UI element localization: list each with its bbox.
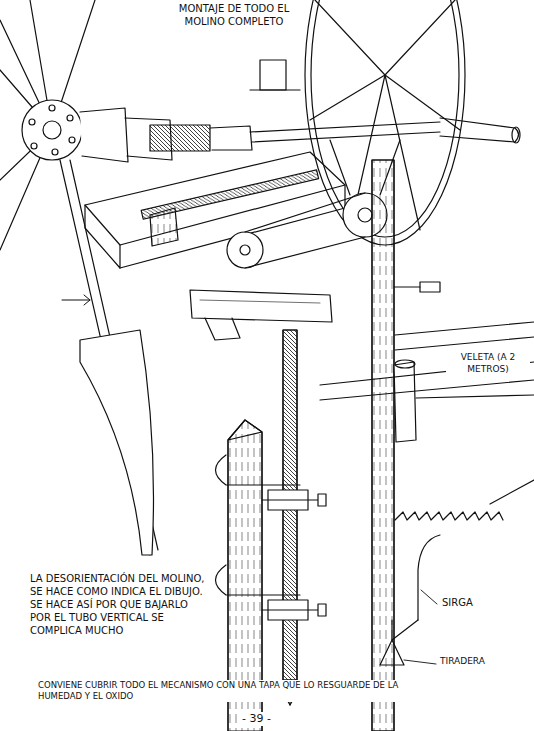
vane-label: VELETA (A 2 METROS) xyxy=(446,352,530,375)
rotor-hub xyxy=(22,100,252,162)
page-number: - 39 - xyxy=(240,712,273,726)
part-label: SIRGA xyxy=(440,596,475,609)
note: CONVIENE CUBRIR TODO EL MECANISMO CON UN… xyxy=(36,680,440,702)
title: MONTAJE DE TODO EL MOLINO COMPLETO xyxy=(162,2,306,28)
main-shaft xyxy=(250,60,520,143)
right-pole xyxy=(372,160,440,731)
clamps xyxy=(216,455,327,620)
part-label: TIRADERA xyxy=(438,656,487,668)
platform xyxy=(85,152,345,340)
sirga-cable xyxy=(392,480,534,640)
vane-tail xyxy=(320,322,534,400)
blade xyxy=(60,160,158,555)
tiradera-handle xyxy=(380,620,436,665)
note: LA DESORIENTACIÓN DEL MOLINO, SE HACE CO… xyxy=(28,572,210,637)
vertical-tube xyxy=(283,330,297,705)
